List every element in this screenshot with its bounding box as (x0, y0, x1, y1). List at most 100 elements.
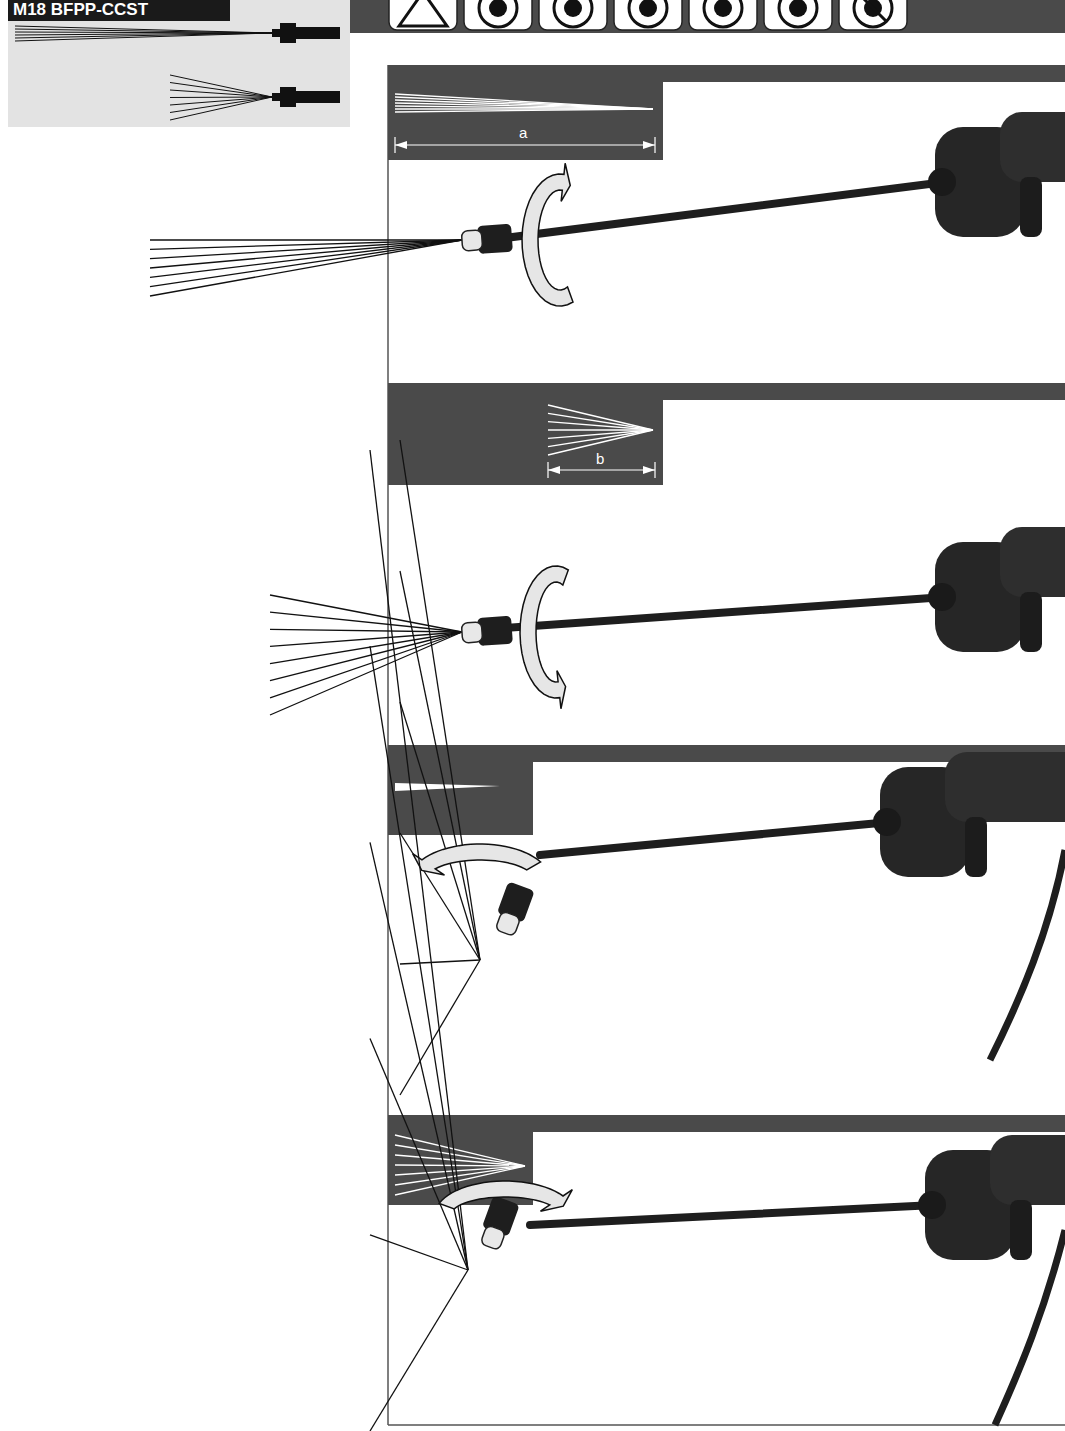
safety-icon (389, 0, 457, 30)
nozzle (476, 1195, 519, 1252)
spray-legend (15, 23, 340, 120)
jet-line (395, 106, 653, 109)
jet-line (15, 26, 272, 33)
spray-line (150, 240, 462, 277)
handle-grip (990, 1135, 1065, 1205)
safety-icon (539, 0, 607, 30)
nozzle-tip (461, 230, 482, 251)
dimension-arrowhead (643, 466, 655, 474)
spray-line (270, 595, 462, 632)
rotate-arrow (413, 844, 541, 875)
nozzle-icon (272, 29, 280, 37)
safety-symbol (789, 0, 807, 17)
spray-line (150, 240, 462, 287)
spray-line (400, 571, 480, 960)
jet-line (395, 109, 653, 112)
trigger (965, 817, 987, 877)
panel-rule (388, 1424, 1065, 1426)
hose (990, 850, 1065, 1060)
safety-symbol (854, 0, 892, 27)
nozzle-icon (280, 23, 296, 43)
model-name: M18 BFPP-CCST (13, 1, 148, 20)
dimension-arrowhead (548, 466, 560, 474)
nozzle (491, 881, 534, 938)
fan-line (395, 1135, 525, 1166)
jet-line (15, 29, 272, 33)
dimension-arrowhead (395, 141, 407, 149)
dimension-line (548, 469, 655, 470)
nozzle (461, 224, 513, 255)
rotate-arrow (522, 163, 573, 306)
fan-line (395, 1145, 525, 1166)
spray-line (150, 240, 462, 259)
fan-line (548, 422, 653, 430)
safety-symbol (479, 0, 517, 27)
safety-icon (689, 0, 757, 30)
fan-line (548, 413, 653, 430)
warning-triangle (399, 0, 447, 26)
nozzle (461, 616, 513, 647)
dimension-arrowhead (643, 141, 655, 149)
trigger (1020, 592, 1042, 652)
rotate-arrow (520, 566, 568, 709)
fan-line (548, 429, 653, 430)
safety-symbol (779, 0, 817, 27)
safety-symbol (629, 0, 667, 27)
fan-line (170, 83, 272, 98)
nozzle-icon (296, 27, 340, 39)
nozzle-icon (272, 93, 280, 101)
safety-icon (764, 0, 832, 30)
trigger (1010, 1200, 1032, 1260)
jet-line (395, 100, 653, 109)
jet-line (395, 94, 653, 109)
spray-line (150, 240, 462, 296)
handle-grip (945, 752, 1065, 822)
safety-symbol (554, 0, 592, 27)
hose (995, 1230, 1065, 1425)
spray-line (270, 612, 462, 632)
spray-line (370, 1270, 468, 1431)
fan-line (548, 430, 653, 447)
spray-line (370, 1039, 468, 1270)
safety-symbol (564, 0, 582, 17)
nozzle-tip (480, 1225, 506, 1251)
nozzle-tip (461, 622, 482, 643)
lance-rod (505, 182, 945, 238)
lance-rod (505, 597, 945, 628)
spray-line (400, 960, 480, 964)
prohibit-slash (859, 0, 887, 22)
rod-collar (918, 1191, 946, 1219)
safety-symbol (489, 0, 507, 17)
rotate-arrow (439, 1181, 572, 1211)
safety-icon (464, 0, 532, 30)
spray-line (150, 239, 462, 240)
spray-gun-handle (918, 1135, 1065, 1260)
jet-line (395, 103, 653, 109)
rod-collar (873, 808, 901, 836)
spray-line (400, 702, 480, 960)
spray-line (270, 632, 462, 698)
safety-symbol (704, 0, 742, 27)
spray-line (370, 646, 468, 1270)
jet-line (15, 33, 272, 41)
jet-line (395, 97, 653, 109)
handle-grip (1000, 527, 1065, 597)
spray-line (270, 632, 462, 715)
safety-symbol (639, 0, 657, 17)
pattern-box (388, 65, 663, 160)
spray-gun-handle (928, 527, 1065, 652)
fan-line (170, 97, 272, 113)
pattern-box (388, 745, 533, 835)
dimension-label: a (519, 125, 527, 142)
model-bar (8, 0, 230, 21)
nozzle-icon (296, 91, 340, 103)
spray-gun-handle (873, 752, 1065, 877)
spray-line (400, 440, 480, 960)
fan-line (395, 1155, 525, 1166)
fan-line (170, 90, 272, 97)
safety-icon (614, 0, 682, 30)
nozzle-tip (495, 911, 521, 937)
fan-line (170, 97, 272, 120)
